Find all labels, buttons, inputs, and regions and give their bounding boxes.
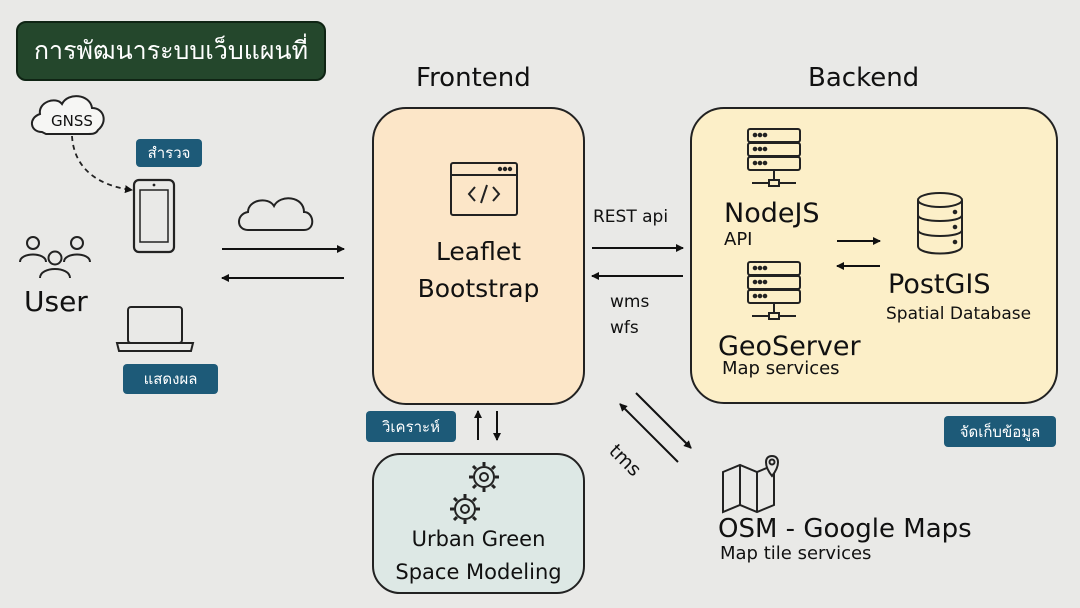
smartphone-icon <box>132 178 176 254</box>
arrow-tms-to-osm <box>635 392 692 449</box>
ugs-panel <box>372 453 585 594</box>
postgis-sub: Spatial Database <box>886 304 1032 324</box>
database-icon <box>917 192 963 255</box>
frontend-bootstrap: Bootstrap <box>417 274 540 303</box>
arrow-tms-to-frontend <box>619 403 679 463</box>
map-icon <box>722 454 779 514</box>
store-data-tag: จัดเก็บข้อมูล <box>944 416 1056 447</box>
geoserver-sub: Map services <box>722 358 840 379</box>
display-tag: แสดงผล <box>123 364 218 394</box>
user-label: User <box>24 285 88 318</box>
backend-heading: Backend <box>808 63 920 93</box>
gears-icon <box>450 462 499 524</box>
osm-title: OSM - Google Maps <box>718 514 972 544</box>
ugs-line1: Urban Green <box>411 527 546 551</box>
cloud-icon <box>238 197 314 231</box>
gnss-cloud-icon <box>31 95 105 135</box>
postgis-label: PostGIS <box>888 269 991 300</box>
osm-sub: Map tile services <box>720 543 872 564</box>
ugs-line2: Space Modeling <box>395 560 562 584</box>
frontend-panel <box>372 107 585 405</box>
nodejs-label: NodeJS <box>724 198 820 229</box>
rest-api-label: REST api <box>593 207 669 227</box>
nodejs-sub: API <box>724 229 753 250</box>
frontend-leaflet: Leaflet <box>435 237 522 266</box>
survey-tag: สำรวจ <box>136 139 202 167</box>
wms-label: wms <box>610 292 650 312</box>
wfs-label: wfs <box>610 318 639 338</box>
gnss-link <box>71 135 133 194</box>
users-icon <box>19 236 91 279</box>
frontend-heading: Frontend <box>416 63 531 93</box>
geoserver-label: GeoServer <box>718 331 861 362</box>
page-title: การพัฒนาระบบเว็บแผนที่ <box>16 21 326 81</box>
gnss-label: GNSS <box>51 112 93 130</box>
code-window-icon <box>450 162 518 216</box>
analyze-tag: วิเคราะห์ <box>366 411 456 442</box>
geoserver-server-icon <box>747 261 801 320</box>
nodejs-server-icon <box>747 128 801 187</box>
laptop-icon <box>115 306 195 352</box>
